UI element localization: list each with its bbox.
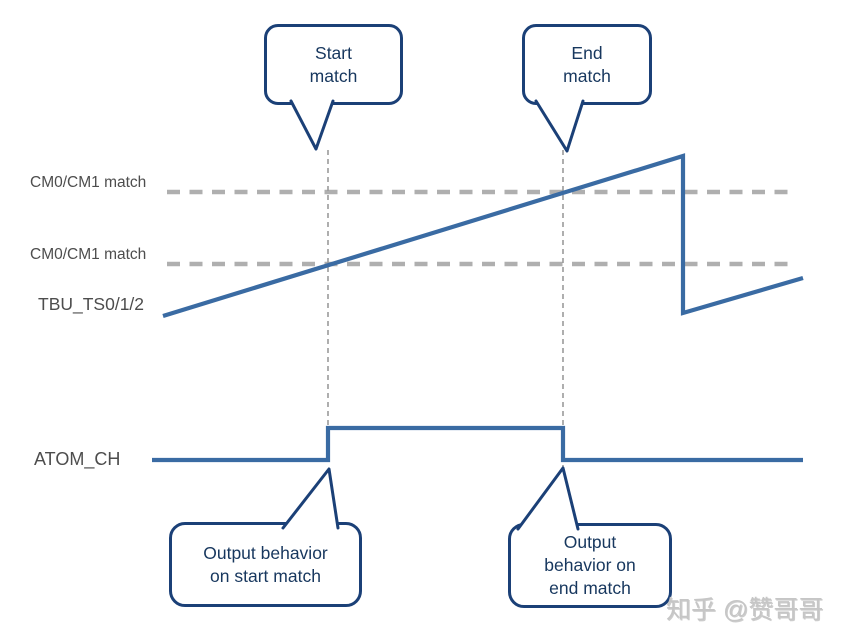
- cm-match-lower-label: CM0/CM1 match: [30, 246, 147, 263]
- callout-line: Output: [563, 532, 617, 552]
- start-match-callout: Start match: [264, 24, 403, 105]
- zhihu-watermark: 知乎 @赞哥哥: [666, 596, 824, 624]
- callout-line: match: [563, 65, 611, 86]
- start-match-callout-tail: [289, 99, 335, 151]
- output-end-callout-tail: [516, 466, 580, 531]
- callout-line: match: [309, 65, 358, 86]
- callout-line: Start: [315, 42, 352, 63]
- tbu-signal-label: TBU_TS0/1/2: [38, 294, 145, 314]
- output-start-match-callout: Output behavior on start match: [169, 522, 362, 607]
- tbu-sawtooth-waveform: [162, 153, 804, 319]
- atom-ch-waveform: [152, 425, 803, 463]
- callout-line: behavior on: [544, 555, 636, 575]
- output-start-callout-tail: [281, 467, 340, 530]
- cm-match-upper-label: CM0/CM1 match: [30, 174, 147, 191]
- end-match-callout: End match: [522, 24, 652, 105]
- callout-line: Output behavior: [203, 542, 328, 563]
- callout-line: end match: [549, 578, 631, 598]
- output-end-match-callout: Output behavior on end match: [508, 523, 672, 608]
- callout-line: on start match: [210, 565, 321, 586]
- atom-signal-label: ATOM_CH: [34, 449, 121, 469]
- end-match-callout-tail: [534, 99, 585, 153]
- callout-line: End: [571, 42, 603, 63]
